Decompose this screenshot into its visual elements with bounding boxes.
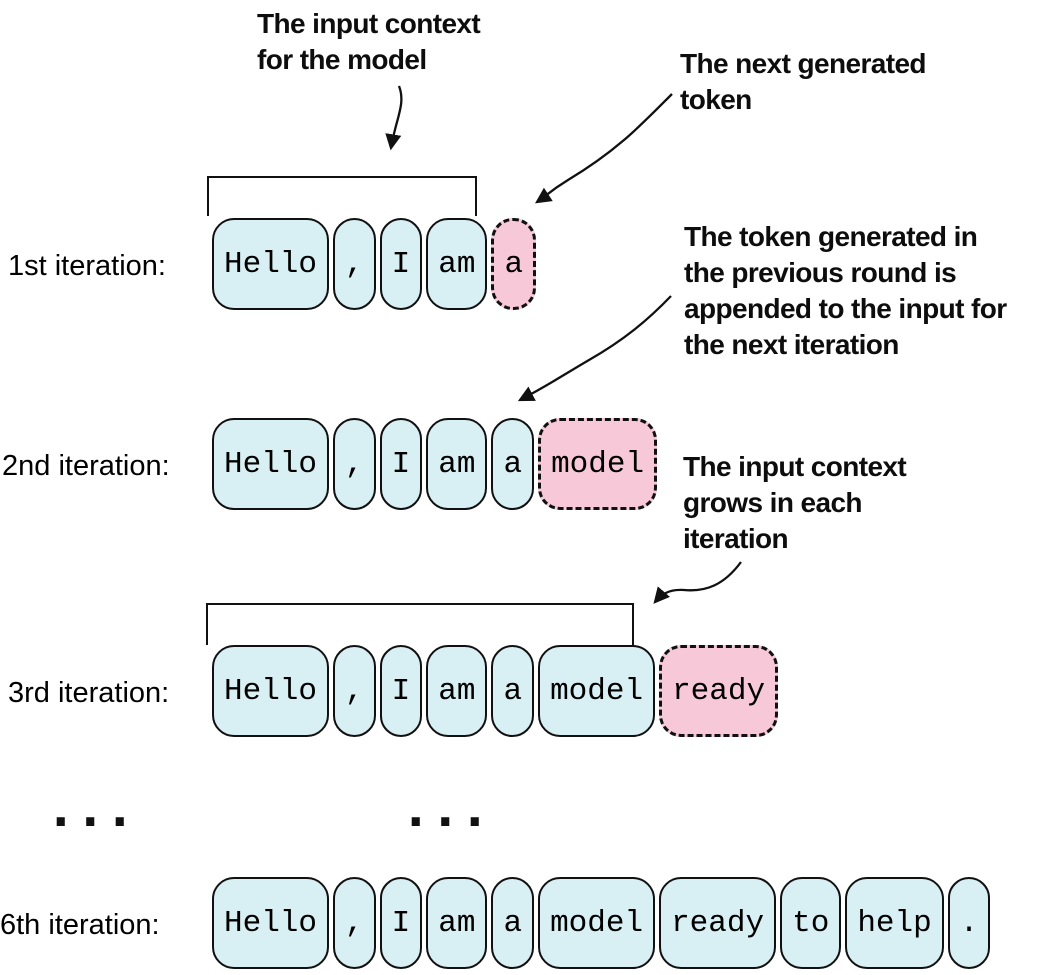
context-token: Hello xyxy=(212,645,330,737)
context-bracket-iteration-1 xyxy=(207,176,477,216)
context-token: Hello xyxy=(212,877,330,969)
context-token: model xyxy=(538,877,656,969)
context-token: model xyxy=(538,645,656,737)
label-1st-iteration: 1st iteration: xyxy=(8,250,166,282)
ellipsis-left: ... xyxy=(52,783,141,837)
context-token: to xyxy=(780,877,842,969)
ellipsis-middle: ... xyxy=(407,783,496,837)
context-token: I xyxy=(379,877,423,969)
annotation-next-generated-token: The next generated token xyxy=(680,48,927,115)
context-token: I xyxy=(379,218,423,310)
context-token: am xyxy=(426,218,488,310)
label-6th-iteration: 6th iteration: xyxy=(0,909,160,941)
context-token: Hello xyxy=(212,418,330,510)
arrow-context-grows-icon xyxy=(653,561,742,604)
context-token: am xyxy=(426,877,488,969)
context-token: ready xyxy=(659,877,777,969)
context-token: a xyxy=(491,645,535,737)
generated-token: a xyxy=(491,218,537,310)
annotation-input-context: The input context for the model xyxy=(257,8,481,75)
context-token: , xyxy=(333,418,376,510)
annotation-context-grows: The input context grows in each iteratio… xyxy=(683,451,907,554)
label-3rd-iteration: 3rd iteration: xyxy=(8,677,170,709)
context-token: I xyxy=(379,645,423,737)
generated-token: model xyxy=(538,418,658,510)
context-token: , xyxy=(333,218,376,310)
context-token: , xyxy=(333,645,376,737)
arrow-input-context-icon xyxy=(385,85,403,151)
context-token: am xyxy=(426,645,488,737)
context-token: help xyxy=(845,877,944,969)
generated-token: ready xyxy=(659,645,779,737)
context-token: . xyxy=(947,877,991,969)
context-token: , xyxy=(333,877,376,969)
context-bracket-iteration-3 xyxy=(206,603,634,645)
arrow-next-token-icon xyxy=(534,93,673,204)
arrow-appended-token-icon xyxy=(517,295,672,402)
context-token: I xyxy=(379,418,423,510)
context-token: a xyxy=(491,418,535,510)
context-token: Hello xyxy=(212,218,330,310)
context-token: a xyxy=(491,877,535,969)
context-token: am xyxy=(426,418,488,510)
label-2nd-iteration: 2nd iteration: xyxy=(2,450,170,482)
annotation-token-appended: The token generated in the previous roun… xyxy=(684,221,1007,360)
